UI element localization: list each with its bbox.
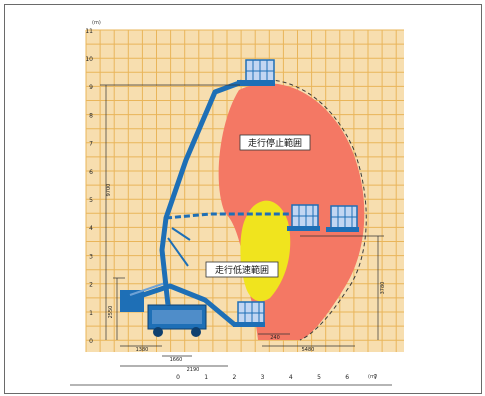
basket-low <box>233 301 265 327</box>
dim-2550: 2550 <box>108 306 114 319</box>
x-tick-label: 2 <box>232 374 236 381</box>
x-tick-label: 3 <box>261 374 265 381</box>
basket-mid-1 <box>287 204 320 231</box>
stop-zone-label: 走行停止範囲 <box>239 134 311 151</box>
y-tick-label: 7 <box>89 141 93 148</box>
x-axis-unit: (m) <box>368 374 377 380</box>
x-tick-label: 4 <box>289 374 293 381</box>
y-tick-label: 11 <box>85 28 93 35</box>
basket-top <box>237 59 275 86</box>
slow-zone-text: 走行低速範囲 <box>215 264 269 276</box>
x-tick-label: 0 <box>176 374 180 381</box>
dim-9700: 9700 <box>106 184 112 197</box>
dim-1660: 1660 <box>170 357 183 363</box>
stop-zone-text: 走行停止範囲 <box>248 137 302 149</box>
y-tick-label: 3 <box>89 253 93 260</box>
y-axis-ticks: 0 1 2 3 4 5 6 7 8 9 10 11 <box>85 28 93 345</box>
x-axis-ticks: 0 1 2 3 4 5 6 7 <box>176 374 377 381</box>
slow-zone-label: 走行低速範囲 <box>205 261 279 278</box>
y-tick-label: 6 <box>89 169 93 176</box>
dim-3780: 3780 <box>380 282 386 295</box>
raised-boom <box>159 79 292 306</box>
y-tick-label: 0 <box>89 338 93 345</box>
dim-1380: 1380 <box>136 347 149 353</box>
y-axis-unit: (m) <box>92 20 101 26</box>
y-tick-label: 4 <box>89 225 93 232</box>
x-tick-label: 6 <box>345 374 349 381</box>
x-tick-label: 5 <box>317 374 321 381</box>
y-tick-label: 9 <box>89 84 93 91</box>
y-tick-label: 5 <box>89 197 93 204</box>
x-tick-label: 7 <box>373 374 377 381</box>
y-tick-label: 8 <box>89 112 93 119</box>
dim-5480: 5480 <box>302 347 315 353</box>
machine-base <box>120 290 207 337</box>
dimension-lines <box>100 84 384 367</box>
dim-2190: 2190 <box>187 367 200 373</box>
dim-240: 240 <box>270 335 280 341</box>
basket-mid-2 <box>326 205 359 232</box>
y-tick-label: 2 <box>89 282 93 289</box>
stowed-boom <box>127 281 237 327</box>
y-tick-label: 1 <box>89 310 93 317</box>
y-tick-label: 10 <box>85 56 93 63</box>
x-tick-label: 1 <box>204 374 208 381</box>
